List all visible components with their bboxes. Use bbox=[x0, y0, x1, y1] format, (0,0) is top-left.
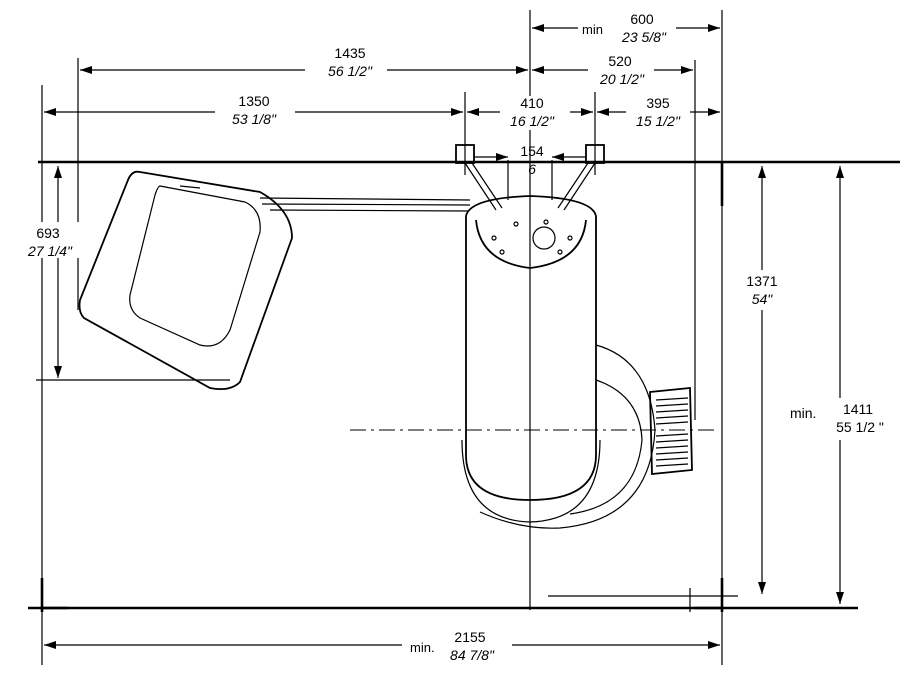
dim-1435: 1435 56 1/2" bbox=[328, 45, 373, 79]
chair-seat bbox=[78, 170, 471, 391]
dim-1435-inch: 56 1/2" bbox=[328, 63, 373, 79]
dim-154-inch: 6 bbox=[528, 161, 536, 177]
dim-520-mm: 520 bbox=[608, 53, 632, 69]
dim-410-inch: 16 1/2" bbox=[510, 113, 555, 129]
dim-1350-mm: 1350 bbox=[238, 93, 269, 109]
dim-1411-mm: 1411 bbox=[843, 401, 873, 417]
dim-1371-mm: 1371 bbox=[746, 273, 777, 289]
dimension-lines bbox=[44, 24, 844, 649]
dim-410: 410 16 1/2" bbox=[510, 95, 555, 129]
dim-2155: min. 2155 84 7/8" bbox=[410, 629, 495, 663]
dim-2155-inch: 84 7/8" bbox=[450, 647, 495, 663]
dim-395-inch: 15 1/2" bbox=[636, 113, 681, 129]
dim-1411-inch: 55 1/2 " bbox=[836, 419, 884, 435]
dim-520: 520 20 1/2" bbox=[599, 53, 645, 87]
dim-693-inch: 27 1/4" bbox=[27, 243, 73, 259]
dim-1371: 1371 54" bbox=[746, 273, 777, 307]
dim-410-mm: 410 bbox=[520, 95, 544, 111]
dim-1411: min. 1411 55 1/2 " bbox=[790, 401, 884, 435]
rear-grille-unit bbox=[649, 387, 693, 475]
dim-600: min 600 23 5/8" bbox=[582, 11, 667, 45]
dim-395: 395 15 1/2" bbox=[636, 95, 681, 129]
dim-693: 693 27 1/4" bbox=[27, 225, 73, 259]
dim-693-mm: 693 bbox=[36, 225, 60, 241]
dim-1350-inch: 53 1/8" bbox=[232, 111, 277, 127]
dim-395-mm: 395 bbox=[646, 95, 670, 111]
label-backgrounds bbox=[28, 12, 894, 664]
wall-lines bbox=[28, 10, 900, 665]
dim-2155-mm: 2155 bbox=[454, 629, 485, 645]
mounting-points bbox=[455, 92, 605, 211]
dim-154-mm: 154 bbox=[520, 143, 544, 159]
dim-1371-inch: 54" bbox=[752, 291, 774, 307]
dim-154: 154 6 bbox=[520, 143, 544, 177]
dim-600-inch: 23 5/8" bbox=[621, 29, 667, 45]
dim-2155-prefix: min. bbox=[410, 640, 435, 655]
dim-600-prefix: min bbox=[582, 22, 603, 37]
main-column bbox=[350, 195, 715, 529]
dim-1411-prefix: min. bbox=[790, 405, 816, 421]
dim-600-mm: 600 bbox=[630, 11, 654, 27]
dim-1435-mm: 1435 bbox=[334, 45, 365, 61]
dim-520-inch: 20 1/2" bbox=[599, 71, 645, 87]
dim-1350: 1350 53 1/8" bbox=[232, 93, 277, 127]
